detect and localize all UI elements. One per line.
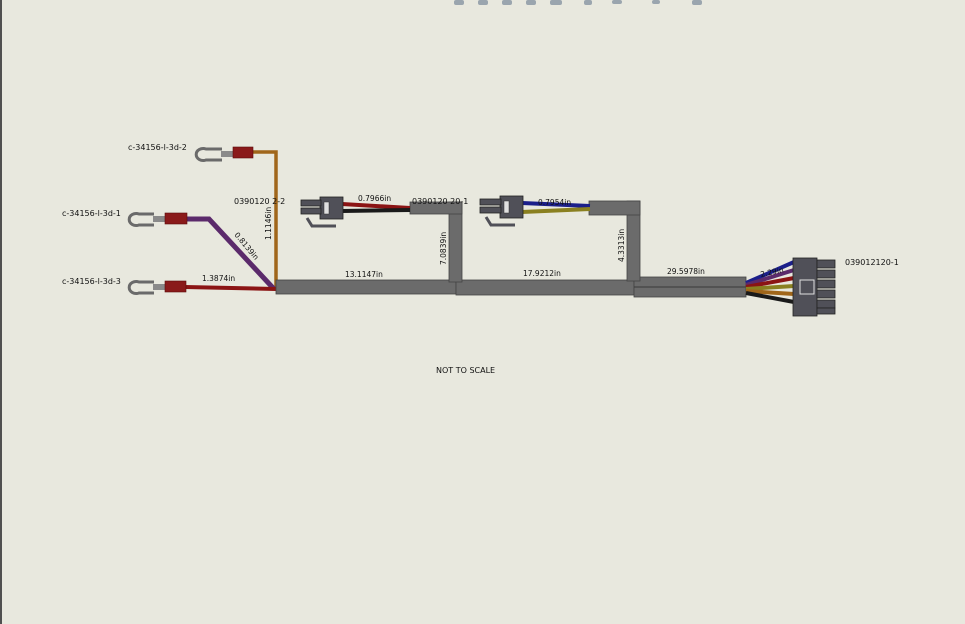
not-to-scale-note: NOT TO SCALE [436, 366, 495, 375]
dim-vert2: 4.3313in [617, 229, 626, 262]
ring-label-1: c-34156-l-3d-2 [128, 143, 187, 152]
connector-a-label: 0390120 2-2 [234, 197, 285, 206]
dim-seg3: 29.5978in [667, 267, 705, 276]
main-connector-label: 039012120-1 [845, 258, 899, 267]
dim-seg2: 17.9212in [523, 269, 561, 278]
dim-vert1: 7.0839in [439, 232, 448, 265]
connector-b-wires [521, 201, 591, 214]
main-connector-wires [745, 260, 795, 304]
ring-label-3: c-34156-l-3d-3 [62, 277, 121, 286]
dim-short2: 0.7954in [538, 198, 571, 207]
toolbar-icons[interactable] [454, 0, 702, 5]
brown-wire [252, 150, 278, 289]
ring-terminal-2[interactable] [127, 212, 188, 227]
connector-b-label: 0390120 20-1 [412, 197, 468, 206]
dim-short1: 0.7966in [358, 194, 391, 203]
connector-a-wires [341, 202, 411, 213]
connector-b[interactable] [479, 195, 524, 227]
main-connector[interactable] [792, 257, 836, 317]
dim-red: 1.3874in [202, 274, 235, 283]
dim-brown: 1.1146in [264, 207, 273, 240]
ring-label-2: c-34156-l-3d-1 [62, 209, 121, 218]
red-wire [184, 285, 277, 291]
ring-terminal-1[interactable] [194, 146, 254, 162]
connector-a[interactable] [300, 196, 344, 228]
dim-seg1: 13.1147in [345, 270, 383, 279]
ring-terminal-3[interactable] [127, 280, 187, 295]
purple-wire [187, 216, 276, 291]
